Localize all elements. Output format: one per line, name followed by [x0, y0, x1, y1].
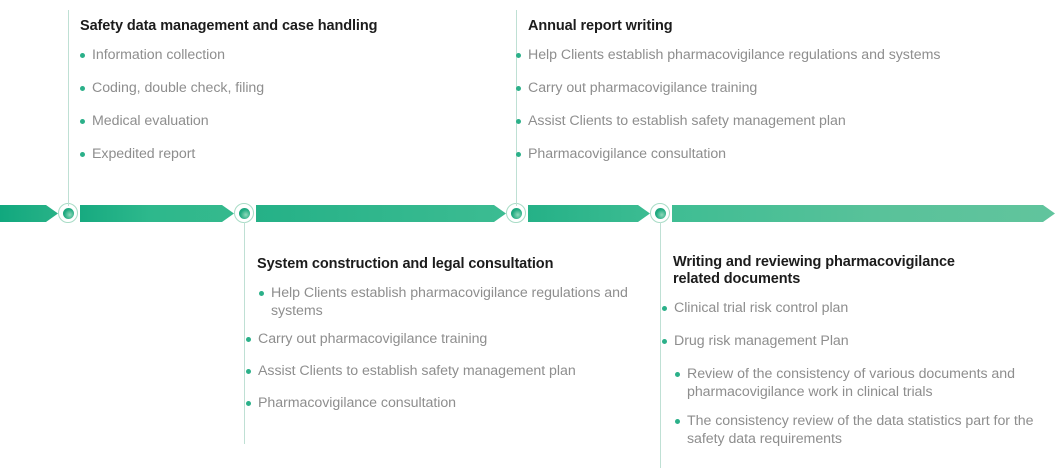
- arrow-segment-2: [80, 205, 234, 222]
- arrow-segment-5: [672, 205, 1055, 222]
- list-item: Help Clients establish pharmacovigilance…: [259, 284, 656, 320]
- bullet-icon: [80, 86, 85, 91]
- bullet-icon: [80, 152, 85, 157]
- list-item-label: Carry out pharmacovigilance training: [528, 80, 758, 96]
- arrow-segment-3: [256, 205, 506, 222]
- list-item-label: Information collection: [92, 47, 225, 63]
- list-item-label: Carry out pharmacovigilance training: [258, 331, 488, 347]
- block-item-list: Clinical trial risk control plan Drug ri…: [662, 299, 1048, 448]
- list-item-label: Assist Clients to establish safety manag…: [258, 363, 576, 379]
- block-annual-report-writing: Annual report writing Help Clients estab…: [516, 18, 1038, 163]
- block-item-list: Help Clients establish pharmacovigilance…: [246, 284, 652, 412]
- list-item-label: Expedited report: [92, 146, 196, 162]
- list-item-label: Assist Clients to establish safety manag…: [528, 113, 846, 129]
- list-item-label: Clinical trial risk control plan: [674, 300, 849, 316]
- bullet-icon: [662, 306, 667, 311]
- connector-line-4: [660, 222, 661, 468]
- list-item-label: Review of the consistency of various doc…: [687, 366, 1015, 400]
- list-item: Drug risk management Plan: [662, 332, 1048, 350]
- arrow-segment-4: [528, 205, 650, 222]
- block-title: Writing and reviewing pharmacovigilance …: [673, 254, 955, 287]
- bullet-icon: [516, 53, 521, 58]
- list-item: Review of the consistency of various doc…: [675, 365, 1052, 401]
- list-item: The consistency review of the data stati…: [675, 412, 1055, 448]
- list-item: Assist Clients to establish safety manag…: [246, 362, 652, 380]
- list-item-label: Pharmacovigilance consultation: [528, 146, 727, 162]
- list-item-label: Medical evaluation: [92, 113, 209, 129]
- block-safety-data-management: Safety data management and case handling…: [80, 18, 500, 163]
- bullet-icon: [662, 339, 667, 344]
- list-item: Pharmacovigilance consultation: [246, 394, 652, 412]
- bullet-icon: [80, 53, 85, 58]
- list-item-label: The consistency review of the data stati…: [687, 413, 1034, 447]
- list-item: Information collection: [80, 46, 500, 64]
- bullet-icon: [675, 372, 680, 377]
- bullet-icon: [259, 291, 264, 296]
- bullet-icon: [516, 86, 521, 91]
- timeline-node-1[interactable]: [58, 203, 78, 223]
- block-item-list: Help Clients establish pharmacovigilance…: [516, 46, 1038, 163]
- bullet-icon: [516, 119, 521, 124]
- timeline-arrow-track: [0, 205, 1055, 222]
- block-system-construction-legal-consultation: System construction and legal consultati…: [246, 256, 652, 412]
- list-item: Medical evaluation: [80, 112, 500, 130]
- list-item-label: Help Clients establish pharmacovigilance…: [271, 285, 628, 319]
- bullet-icon: [246, 337, 251, 342]
- list-item-label: Help Clients establish pharmacovigilance…: [528, 47, 941, 63]
- bullet-icon: [80, 119, 85, 124]
- list-item-label: Drug risk management Plan: [674, 333, 849, 349]
- list-item: Assist Clients to establish safety manag…: [516, 112, 1038, 130]
- block-title: Safety data management and case handling: [80, 18, 378, 34]
- block-writing-reviewing-pv-documents: Writing and reviewing pharmacovigilance …: [662, 254, 1048, 448]
- timeline-node-2[interactable]: [234, 203, 254, 223]
- block-item-list: Information collection Coding, double ch…: [80, 46, 500, 163]
- timeline-node-3[interactable]: [506, 203, 526, 223]
- timeline-bar: [0, 203, 1055, 224]
- list-item: Help Clients establish pharmacovigilance…: [516, 46, 1038, 64]
- bullet-icon: [246, 401, 251, 406]
- list-item: Coding, double check, filing: [80, 79, 500, 97]
- arrow-segment-1: [0, 205, 58, 222]
- list-item: Carry out pharmacovigilance training: [246, 330, 652, 348]
- connector-line-2: [244, 222, 245, 444]
- list-item-label: Coding, double check, filing: [92, 80, 265, 96]
- bullet-icon: [246, 369, 251, 374]
- list-item: Clinical trial risk control plan: [662, 299, 1048, 317]
- list-item: Pharmacovigilance consultation: [516, 145, 1038, 163]
- connector-line-1: [68, 10, 69, 206]
- list-item: Carry out pharmacovigilance training: [516, 79, 1038, 97]
- timeline-node-4[interactable]: [650, 203, 670, 223]
- bullet-icon: [675, 419, 680, 424]
- block-title: Annual report writing: [528, 18, 673, 34]
- list-item: Expedited report: [80, 145, 500, 163]
- bullet-icon: [516, 152, 521, 157]
- list-item-label: Pharmacovigilance consultation: [258, 395, 457, 411]
- connector-line-3: [516, 10, 517, 206]
- block-title: System construction and legal consultati…: [257, 256, 554, 272]
